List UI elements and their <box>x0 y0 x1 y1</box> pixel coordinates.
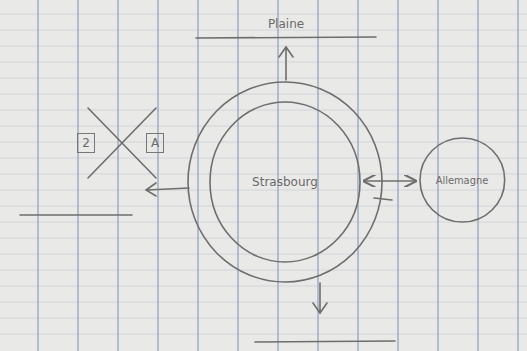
circle-node: Strasbourg <box>209 101 361 263</box>
connector-arrow <box>364 180 416 182</box>
underline <box>20 214 132 216</box>
node-text: Allemagne <box>436 175 489 186</box>
down-arrow <box>313 283 327 313</box>
node-text: Strasbourg <box>252 175 318 189</box>
short-stroke <box>374 198 392 200</box>
region-label: Plaine <box>268 17 304 31</box>
outer-ring <box>188 82 382 282</box>
boxed-label: A <box>146 133 164 153</box>
left-arrow <box>146 183 189 196</box>
boxed-label: 2 <box>77 133 95 153</box>
plain-line <box>196 37 376 38</box>
bottom-line <box>255 341 395 342</box>
circle-node: Allemagne <box>419 137 506 223</box>
up-arrow <box>279 47 293 80</box>
